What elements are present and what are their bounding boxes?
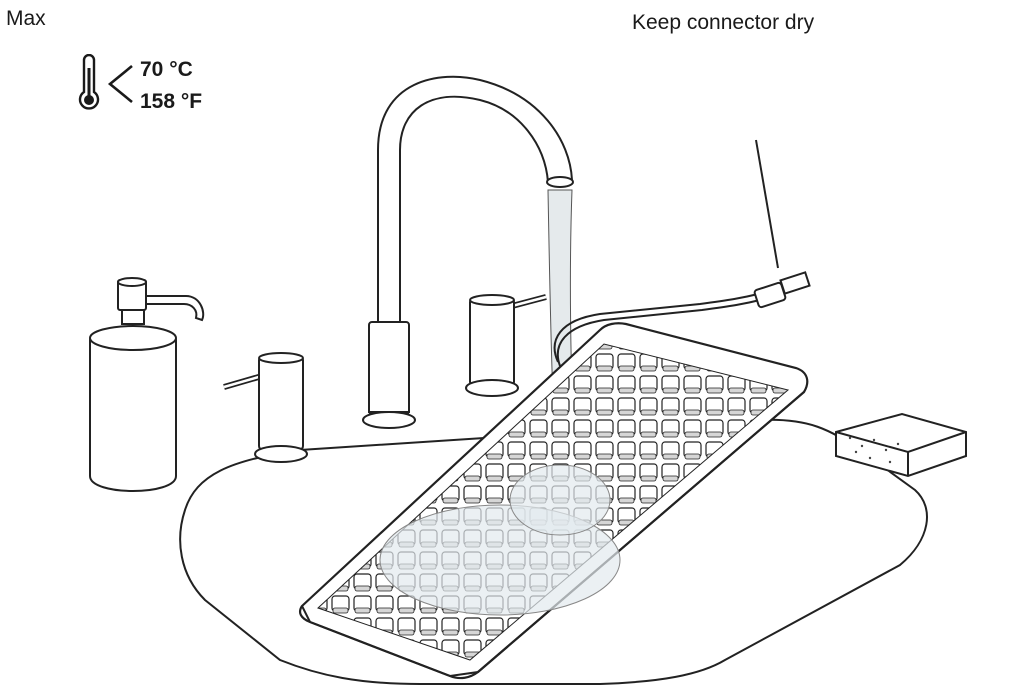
sponge [835,412,967,478]
temperature-celsius: 70 °C [140,58,193,81]
thermometer-icon [78,54,100,110]
usb-connector [753,271,811,309]
water-splash [379,464,621,616]
max-temperature-indicator: 70 °C 158 °F [78,54,228,116]
usb-cable [553,293,761,367]
right-tap-handle [465,294,547,397]
less-than-icon [107,64,133,104]
faucet [362,75,574,429]
temperature-fahrenheit: 158 °F [140,90,203,113]
soap-dispenser [89,277,205,492]
left-tap-handle [223,352,308,463]
max-temperature-label: Max [6,7,46,30]
keep-connector-dry-label: Keep connector dry [632,11,815,34]
connector-callout-line [755,139,779,269]
